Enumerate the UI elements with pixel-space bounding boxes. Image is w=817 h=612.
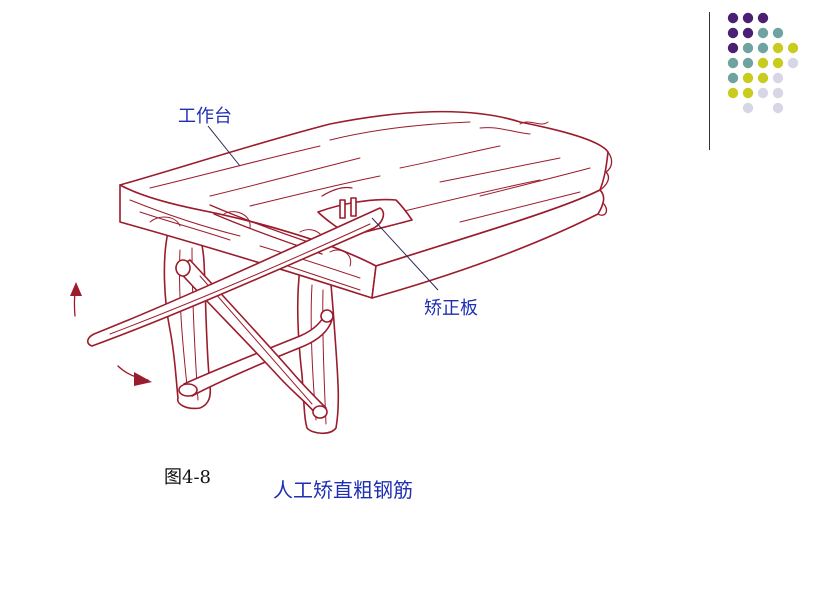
figure-number: 图4-8 <box>164 467 211 488</box>
workbench-leader <box>207 125 241 167</box>
rotation-arrow-icon <box>70 282 152 386</box>
plate-leader <box>371 217 439 291</box>
steel-bar <box>86 207 385 347</box>
divider-line <box>709 12 710 150</box>
tabletop <box>119 110 613 299</box>
straightening-plate-label: 矫正板 <box>424 298 478 319</box>
figure-caption: 人工矫直粗钢筋 <box>273 478 413 502</box>
lower-cross-brace <box>175 259 328 419</box>
workbench-label: 工作台 <box>178 106 232 127</box>
